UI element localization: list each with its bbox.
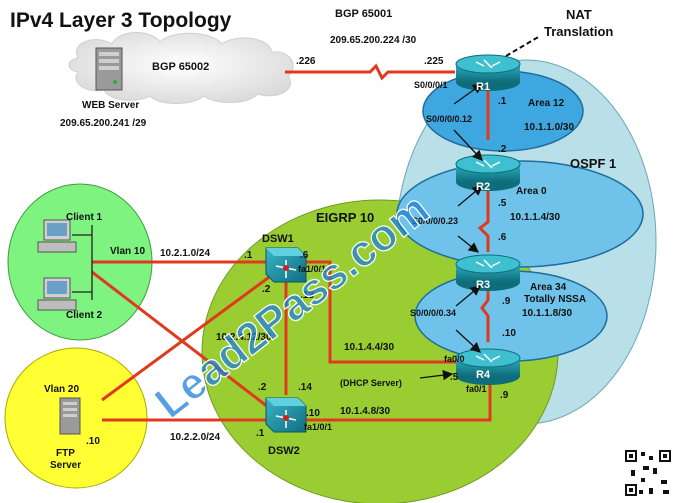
area-34-network: 10.1.1.8/30: [522, 308, 572, 319]
bgp-left-ip: .226: [296, 56, 316, 67]
dsw-link-network: 10.2.4.12/30: [216, 332, 272, 343]
switch-dsw1-icon: [265, 247, 307, 283]
dsw2-dsw1-ip: .14: [298, 382, 312, 393]
bgp-right-ip: .225: [424, 56, 444, 67]
router-r4-icon: [455, 348, 521, 385]
client-1-pc-icon: [37, 219, 77, 253]
r4-ip-up: .10: [502, 328, 516, 339]
web-server-icon: [95, 47, 123, 91]
area-0-network: 10.1.1.4/30: [510, 212, 560, 223]
area-12-network: 10.1.1.0/30: [524, 122, 574, 133]
r4-fa00: fa0/0: [444, 354, 465, 364]
client-wiring: [72, 225, 93, 300]
vlan-20-network: 10.2.2.0/24: [170, 432, 220, 443]
bgp-link-network: 209.65.200.224 /30: [330, 35, 417, 46]
nat-pointer: [505, 35, 541, 57]
vlan-10-network: 10.2.1.0/24: [160, 248, 210, 259]
dsw1-r4-link: [297, 260, 466, 364]
dsw2-r4-link: [300, 380, 492, 422]
r2-label: R2: [476, 181, 490, 193]
dsw2-label: DSW2: [268, 445, 300, 457]
client-2-label: Client 2: [66, 310, 103, 321]
s0-12-label: S0/0/0/0.12: [426, 114, 472, 124]
bgp-65001-label: BGP 65001: [335, 8, 392, 20]
bgp-link: [285, 63, 455, 81]
page-title: IPv4 Layer 3 Topology: [10, 9, 232, 32]
qr-code: [623, 448, 673, 498]
eigrp-10-label: EIGRP 10: [316, 210, 374, 225]
r2-ip-up: .2: [498, 144, 507, 155]
r3-ip-down: .9: [502, 296, 511, 307]
web-server-label: WEB Server: [82, 100, 139, 111]
vlan-10-label: Vlan 10: [110, 246, 145, 257]
area-12-label: Area 12: [528, 98, 565, 109]
links: [91, 63, 492, 422]
ftp-label: FTP: [56, 448, 75, 459]
s0001-label: S0/0/0/1: [414, 80, 448, 90]
dsw2-r4-network: 10.1.4.8/30: [340, 406, 390, 417]
ftp-ip: .10: [86, 436, 100, 447]
dsw2-vlan20-ip: .1: [256, 428, 265, 439]
client-2-pc-icon: [37, 277, 77, 311]
nat-label: NAT: [566, 7, 592, 22]
r3-r4-link: [480, 285, 490, 342]
switch-dsw2-icon: [265, 397, 307, 433]
vlan-20-label: Vlan 20: [44, 384, 79, 395]
r2-r3-link: [477, 188, 490, 252]
r4-label: R4: [476, 369, 491, 381]
r1-label: R1: [476, 81, 490, 93]
r3-label: R3: [476, 279, 490, 291]
area-0-label: Area 0: [516, 186, 547, 197]
r3-ip-up: .6: [498, 232, 507, 243]
area-34-label: Area 34: [530, 282, 567, 293]
s0-23-label: S0/0/0/0.23: [412, 216, 458, 226]
ospf-1-label: OSPF 1: [570, 156, 616, 171]
dsw1-dsw2-ip: .13: [300, 290, 314, 301]
dsw1-vlan20-ip: .2: [262, 284, 271, 295]
r2-ip-down: .5: [498, 198, 507, 209]
bgp-65002-label: BGP 65002: [152, 61, 209, 73]
dhcp-server-label: (DHCP Server): [340, 378, 402, 388]
ftp-dsw1-link: [101, 273, 273, 402]
dsw2-fa101: fa1/0/1: [304, 422, 332, 432]
r4-fa01: fa0/1: [466, 384, 487, 394]
dsw2-vlan10-ip: .2: [258, 382, 267, 393]
router-r3-icon: [455, 254, 521, 291]
dsw1-label: DSW1: [262, 233, 294, 245]
server-label: Server: [50, 460, 81, 471]
dsw1-r4-network: 10.1.4.4/30: [344, 342, 394, 353]
ftp-server-icon: [59, 397, 81, 435]
dsw1-r4-ip: .6: [300, 250, 309, 261]
dsw2-r4-ip: .10: [306, 408, 320, 419]
area-34-type: Totally NSSA: [524, 294, 586, 305]
client-1-label: Client 1: [66, 212, 103, 223]
dsw1-vlan10-ip: .1: [244, 250, 253, 261]
r4-dot9: .9: [500, 390, 509, 401]
r1-ip: .1: [498, 96, 507, 107]
subinterface-arrows: [419, 83, 484, 381]
r4-dot5: .5: [450, 372, 459, 383]
translation-label: Translation: [544, 24, 613, 39]
dsw1-fa101: fa1/0/1: [298, 264, 326, 274]
web-server-network: 209.65.200.241 /29: [60, 118, 147, 129]
s0-34-label: S0/0/0/0.34: [410, 308, 456, 318]
